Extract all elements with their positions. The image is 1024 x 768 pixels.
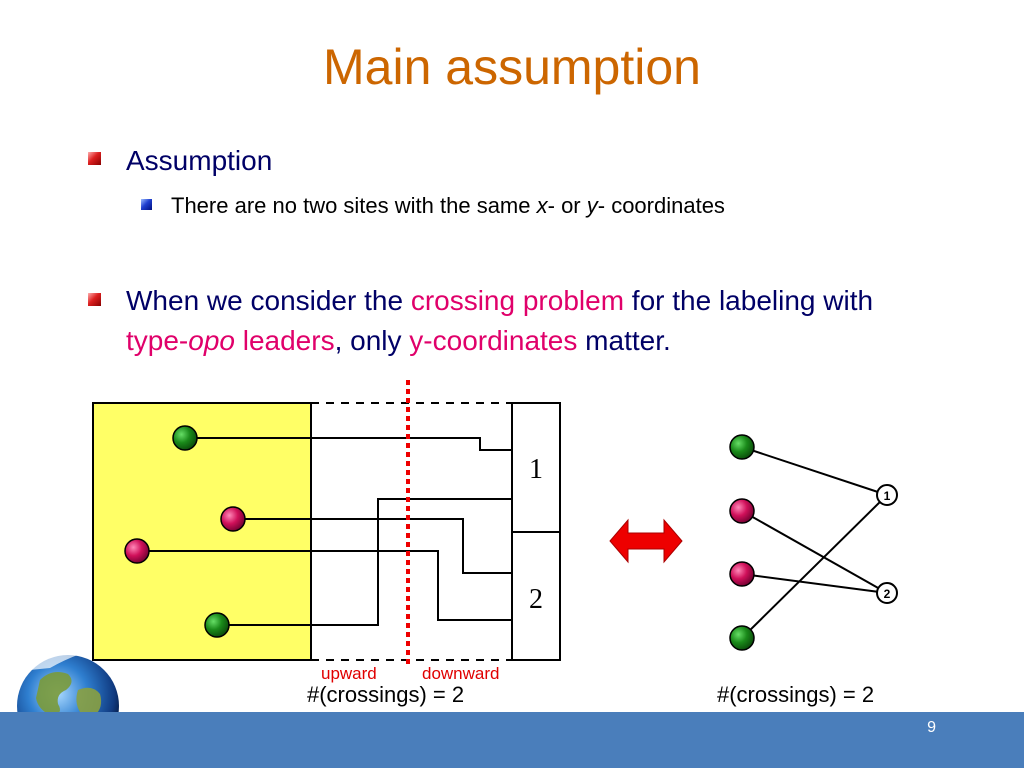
node-pink xyxy=(729,561,755,587)
edge xyxy=(741,494,888,639)
site-green xyxy=(172,425,198,451)
site-pink xyxy=(220,506,246,532)
site-green xyxy=(204,612,230,638)
edge xyxy=(741,446,888,496)
bullet-marker xyxy=(88,152,101,165)
node-green xyxy=(729,625,755,651)
edge xyxy=(741,573,888,594)
label-node-1 xyxy=(876,484,898,506)
label-box-1-text: 1 xyxy=(529,454,543,485)
downward-label: downward xyxy=(422,664,500,683)
bullet-assumption: Assumption xyxy=(126,145,273,176)
label-node-2-text: 2 xyxy=(884,587,891,601)
leader xyxy=(185,437,512,451)
label-node-2 xyxy=(876,582,898,604)
leader xyxy=(137,550,512,621)
upward-label: upward xyxy=(321,664,377,683)
double-arrow-icon xyxy=(609,518,683,564)
node-green xyxy=(729,434,755,460)
sub-bullet-marker xyxy=(141,199,152,210)
right-crossings-count: #(crossings) = 2 xyxy=(717,682,875,707)
bullet-marker xyxy=(88,293,101,306)
bullet-crossing: When we consider the crossing problem fo… xyxy=(126,285,874,356)
page-number: 9 xyxy=(927,719,936,736)
leader xyxy=(233,518,512,574)
sub-bullet-text: There are no two sites with the same x- … xyxy=(171,193,725,218)
site-pink xyxy=(124,538,150,564)
left-crossings-count: #(crossings) = 2 xyxy=(307,682,465,707)
leader xyxy=(217,498,512,626)
label-box-2-text: 2 xyxy=(529,584,543,615)
node-pink xyxy=(729,498,755,524)
site-region xyxy=(92,402,312,661)
edge xyxy=(741,510,888,594)
label-box-2 xyxy=(511,531,561,661)
footer-bar xyxy=(0,712,1024,768)
label-box-1 xyxy=(511,402,561,533)
label-node-1-text: 1 xyxy=(884,489,891,503)
slide-title: Main assumption xyxy=(323,39,701,95)
